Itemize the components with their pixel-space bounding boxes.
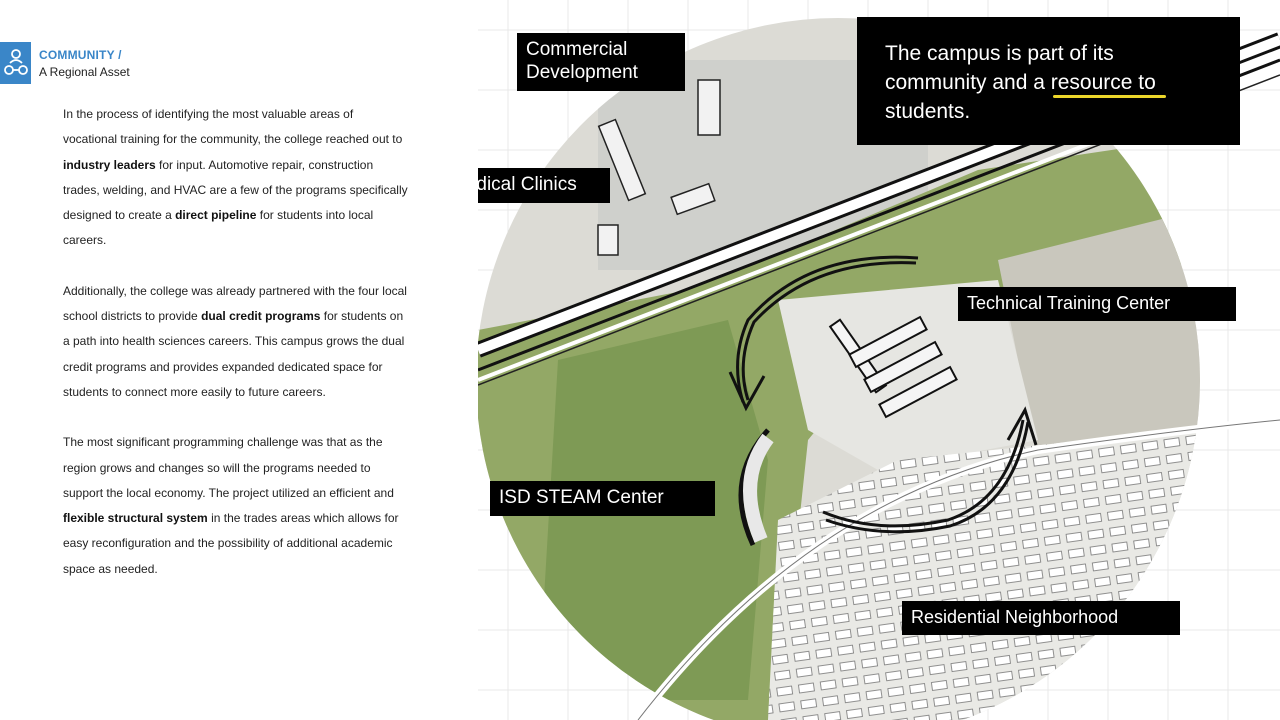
site-map: Commercial Development Medical Clinics T… bbox=[478, 0, 1280, 720]
technical-buildings bbox=[828, 315, 958, 419]
paragraph-3: The most significant programming challen… bbox=[63, 435, 399, 576]
body-text: In the process of identifying the most v… bbox=[63, 102, 408, 607]
community-people-icon bbox=[0, 42, 31, 84]
label-technical-training-center: Technical Training Center bbox=[958, 287, 1236, 321]
label-isd-steam-center: ISD STEAM Center bbox=[490, 481, 715, 516]
label-medical-clinics: Medical Clinics bbox=[478, 168, 610, 203]
cycle-arrows bbox=[728, 255, 1038, 534]
callout-text: The campus is part of its community and … bbox=[885, 42, 1114, 94]
emphasis-dual-credit: dual credit programs bbox=[201, 309, 321, 324]
section-header: COMMUNITY / A Regional Asset bbox=[0, 42, 130, 84]
callout-text-end: students. bbox=[885, 100, 971, 123]
emphasis-flexible-structural: flexible structural system bbox=[63, 511, 208, 526]
callout-highlight: resource to bbox=[1050, 71, 1156, 94]
emphasis-industry-leaders: industry leaders bbox=[63, 157, 156, 172]
callout-box: The campus is part of its community and … bbox=[857, 17, 1240, 145]
paragraph-2: Additionally, the college was already pa… bbox=[63, 283, 407, 399]
label-commercial-development: Commercial Development bbox=[517, 33, 685, 91]
paragraph-1: In the process of identifying the most v… bbox=[63, 107, 408, 248]
section-title: COMMUNITY / bbox=[39, 48, 122, 62]
label-residential-neighborhood: Residential Neighborhood bbox=[902, 601, 1180, 635]
section-subtitle: A Regional Asset bbox=[39, 65, 130, 79]
emphasis-direct-pipeline: direct pipeline bbox=[175, 208, 257, 223]
